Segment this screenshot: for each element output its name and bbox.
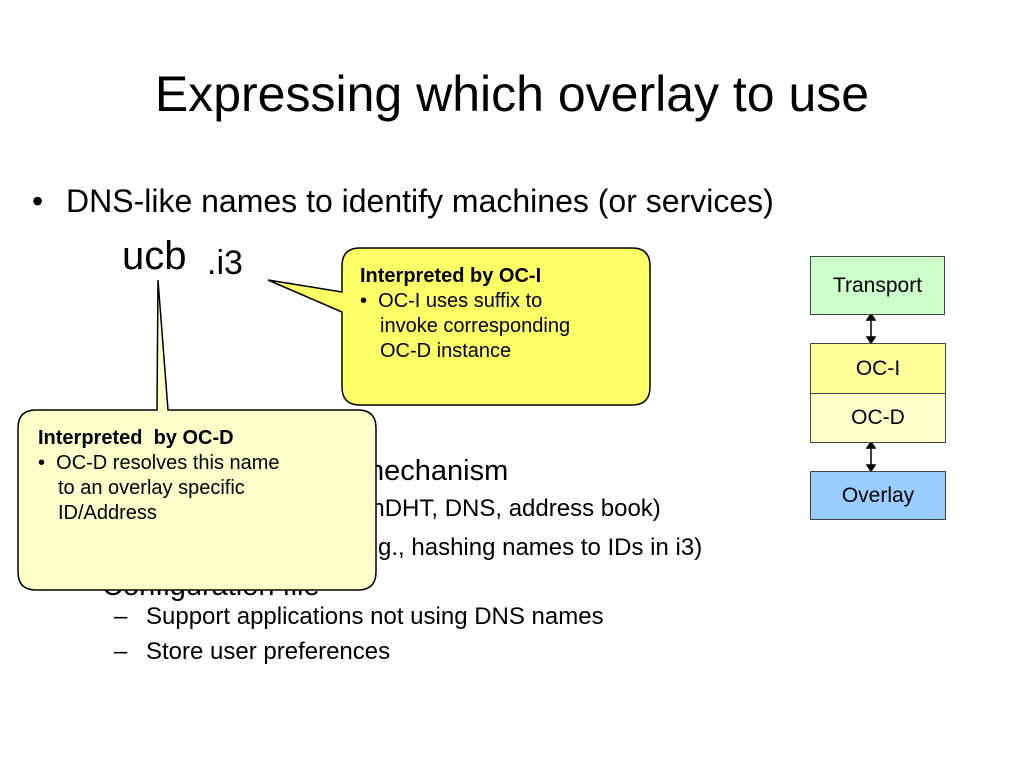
bullet-marker: • xyxy=(38,452,46,474)
stack-transport-box: Transport xyxy=(810,256,945,315)
stack-oci-box: OC-I xyxy=(810,343,946,394)
dash-marker: – xyxy=(114,603,128,630)
stack-overlay-box: Overlay xyxy=(810,471,946,520)
callout-ocd-line1: OC-D resolves this name xyxy=(56,452,280,474)
callout-ocd-line3: ID/Address xyxy=(58,502,157,524)
callout-oci-heading: Interpreted by OC-I xyxy=(360,265,542,287)
callout-oci-line2: invoke corresponding xyxy=(380,315,571,337)
sub-bullet-store-prefs: –Store user preferences xyxy=(114,638,390,667)
callout-oci-shape xyxy=(267,247,651,406)
callout-oci-text: Interpreted by OC-I • OC-I uses suffix t… xyxy=(360,264,570,364)
stack-ocd-box: OC-D xyxy=(810,393,946,443)
slide-title: Expressing which overlay to use xyxy=(154,66,870,122)
bullet-marker: • xyxy=(360,290,368,312)
bullet-dns-names-text: DNS-like names to identify machines (or … xyxy=(66,183,774,219)
callout-ocd-text: Interpreted by OC-D • OC-D resolves this… xyxy=(38,426,280,526)
dash-marker: – xyxy=(114,638,128,665)
callout-oci-line3: OC-D instance xyxy=(380,340,512,362)
bullet-mechanism-partial: mechanism xyxy=(360,455,509,487)
sub-bullet-store-prefs-text: Store user preferences xyxy=(146,638,391,665)
bullet-marker: • xyxy=(32,183,44,219)
sub-bullet-support-apps: –Support applications not using DNS name… xyxy=(114,603,604,632)
callout-ocd-line2: to an overlay specific xyxy=(58,477,245,499)
callout-ocd-heading: Interpreted by OC-D xyxy=(38,427,234,449)
callout-ocd-shape xyxy=(17,279,377,591)
double-arrow-icon xyxy=(865,440,877,473)
double-arrow-icon xyxy=(865,312,877,345)
sub-bullet-support-apps-text: Support applications not using DNS names xyxy=(146,603,604,630)
callout-oci-line1: OC-I uses suffix to xyxy=(378,290,543,312)
sub-bullet-opendht-partial: enDHT, DNS, address book) xyxy=(358,495,661,522)
bullet-dns-names: • DNS-like names to identify machines (or… xyxy=(32,182,774,220)
name-suffix-i3: .i3 xyxy=(207,244,243,282)
sub-bullet-hashing-partial: e.g., hashing names to IDs in i3) xyxy=(358,534,703,561)
name-ucb: ucb xyxy=(122,234,187,278)
